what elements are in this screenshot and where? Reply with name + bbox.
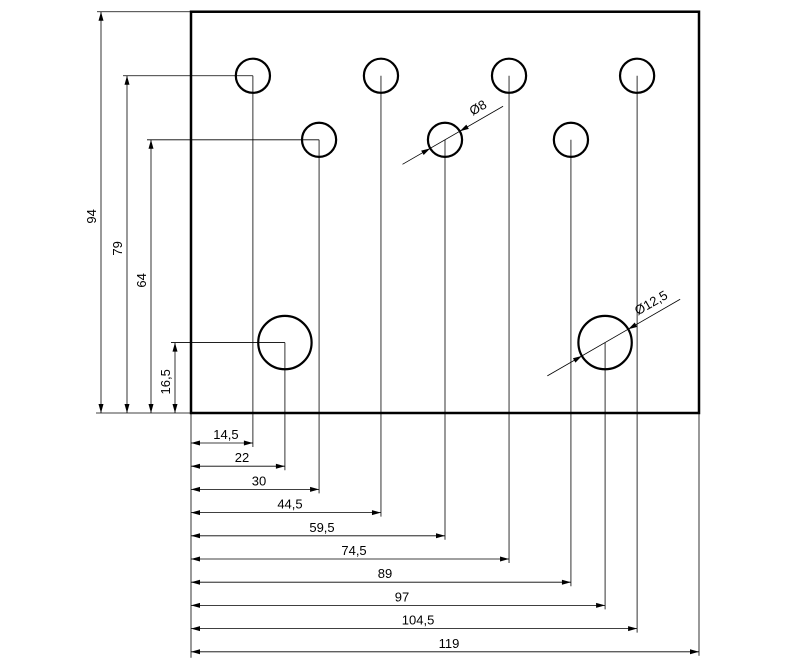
dimension-arrow-end-y-1 [124, 75, 130, 85]
dimension-arrow-end-y-0 [98, 11, 104, 21]
dimension-arrow-end-x-6 [561, 579, 571, 585]
diameter-arrow-a-1 [572, 355, 582, 363]
dimension-arrow-end-x-8 [628, 626, 638, 632]
dimension-label-x-4: 59,5 [309, 520, 334, 535]
dimension-arrow-end-x-2 [310, 486, 320, 492]
diameter-arrow-b-1 [628, 322, 638, 330]
dimension-arrow-end-y-2 [148, 139, 154, 149]
vertical-dimensions: 94 79 64 16,5 [84, 11, 178, 413]
dimension-arrow-end-x-0 [243, 440, 253, 446]
dimension-arrow-start-x-4 [191, 533, 200, 539]
diameter-arrow-b-0 [459, 124, 469, 132]
dimension-arrow-start-x-9 [191, 649, 200, 655]
dimension-arrow-start-x-0 [191, 440, 200, 446]
dimension-label-x-0: 14,5 [213, 427, 238, 442]
dimension-label-x-7: 97 [395, 589, 409, 604]
dimension-arrow-start-x-7 [191, 602, 200, 608]
dimension-arrow-start-y-1 [124, 404, 130, 413]
dimension-label-x-1: 22 [235, 450, 249, 465]
dimension-label-x-5: 74,5 [341, 543, 366, 558]
dimension-arrow-end-x-9 [690, 649, 699, 655]
dimension-label-x-3: 44,5 [277, 497, 302, 512]
dimension-arrow-start-x-8 [191, 626, 200, 632]
dimension-arrow-end-y-3 [172, 342, 178, 352]
dimension-label-x-8: 104,5 [402, 613, 435, 628]
dimension-arrow-start-x-5 [191, 556, 200, 562]
dimension-arrow-start-y-2 [148, 404, 154, 413]
dimension-label-y-2: 64 [134, 273, 149, 287]
dimension-arrow-end-x-4 [436, 533, 445, 539]
dimension-arrow-start-x-6 [191, 579, 200, 585]
diameter-leader-1 [547, 298, 681, 377]
dimension-label-x-9: 119 [439, 636, 460, 651]
dimension-arrow-end-x-5 [500, 556, 510, 562]
dimension-label-x-2: 30 [252, 473, 266, 488]
dimension-label-y-3: 16,5 [158, 369, 173, 394]
dimension-arrow-start-y-3 [172, 404, 178, 413]
diameter-label-0: Ø8 [467, 97, 490, 119]
extension-lines [96, 11, 700, 658]
dimension-label-x-6: 89 [378, 566, 392, 581]
dimension-label-y-1: 79 [110, 241, 125, 255]
dimension-arrow-start-x-1 [191, 463, 200, 469]
dimension-arrow-start-x-2 [191, 486, 200, 492]
dimension-label-y-0: 94 [84, 209, 99, 223]
diameter-arrow-a-0 [421, 148, 431, 155]
dimension-arrow-end-x-3 [371, 510, 381, 516]
diameter-label-1: Ø12,5 [632, 287, 670, 318]
dimension-arrow-end-x-1 [275, 463, 285, 469]
dimension-arrow-start-y-0 [98, 404, 104, 413]
dimension-arrow-start-x-3 [191, 510, 200, 516]
diameter-leader-0 [402, 105, 504, 165]
dimension-arrow-end-x-7 [596, 602, 606, 608]
